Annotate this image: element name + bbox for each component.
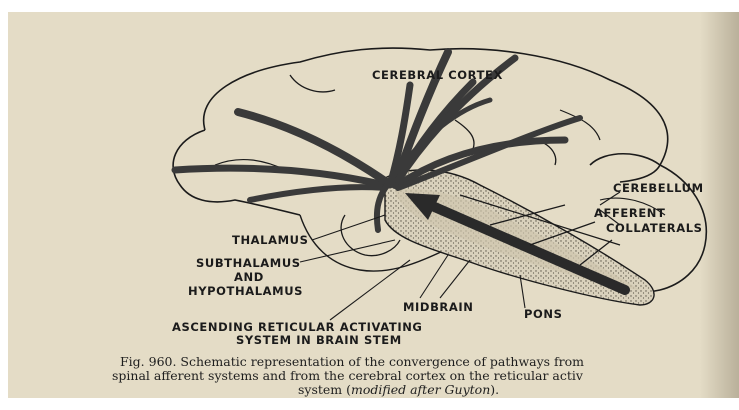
label-and: AND [234,271,264,284]
caption-line-3-prefix: system ( [298,382,351,397]
label-cerebellum: CEREBELLUM [613,182,704,195]
leader-rat [330,260,410,320]
sulcus-1 [290,75,335,92]
pathway-1 [175,168,385,185]
label-cerebral-cortex: CEREBRAL CORTEX [372,69,503,82]
label-rat-line2: SYSTEM IN BRAIN STEM [236,334,402,347]
caption-line-1: Fig. 960. Schematic representation of th… [120,354,584,369]
pathway-2 [250,187,385,200]
caption-line-3: system (modified after Guyton). [298,382,499,397]
caption-line-2: spinal afferent systems and from the cer… [112,368,583,383]
label-hypothalamus: HYPOTHALAMUS [188,285,303,298]
label-pons: PONS [524,308,563,321]
leader-midbrain-2 [440,260,470,298]
leader-thalamus [312,215,385,240]
leader-midbrain [420,255,448,298]
leader-pons [520,275,525,308]
caption-line-3-italic: modified after Guyton [351,382,490,397]
label-subthalamus: SUBTHALAMUS [196,257,301,270]
pathway-9 [398,118,580,188]
label-afferent: AFFERENT [594,207,665,220]
label-collaterals: COLLATERALS [606,222,703,235]
label-midbrain: MIDBRAIN [403,301,474,314]
caption-line-3-suffix: ). [490,382,499,397]
label-thalamus: THALAMUS [232,234,308,247]
